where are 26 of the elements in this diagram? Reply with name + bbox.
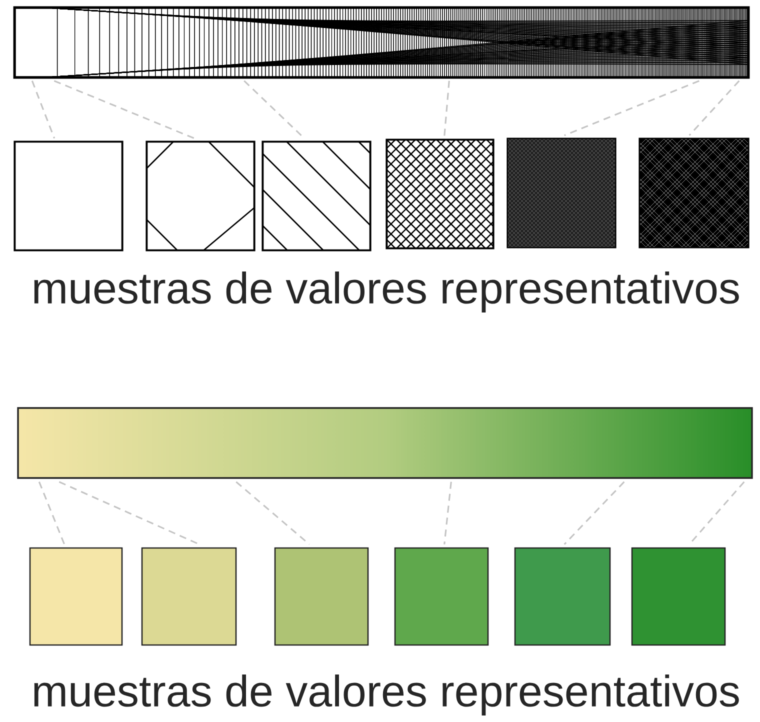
leader-line: [444, 482, 452, 544]
leader-line: [688, 80, 740, 136]
pattern-swatch: [386, 138, 494, 250]
pattern-swatch: [506, 138, 616, 248]
caption-text: muestras de valores representativos: [34, 271, 739, 312]
hatch-gradient-bar: [13, 6, 750, 79]
leader-line: [38, 482, 66, 545]
color-swatch: [394, 547, 489, 646]
color-swatch: [514, 547, 611, 646]
leader-line: [58, 481, 200, 546]
pattern-swatch: [638, 138, 750, 248]
color-swatch: [631, 547, 726, 646]
gradient-bar: [17, 407, 753, 479]
color-swatch: [274, 547, 369, 646]
leader-line: [31, 80, 56, 139]
leader-line: [54, 80, 195, 140]
pattern-swatch: [14, 140, 124, 252]
caption-text: muestras de valores representativos: [34, 674, 739, 716]
leader-line: [236, 481, 310, 545]
color-swatch: [29, 547, 123, 646]
color-swatch: [141, 547, 237, 646]
leader-line: [564, 80, 700, 136]
leader-line: [444, 80, 450, 136]
leader-line: [564, 481, 625, 545]
pattern-swatch: [146, 140, 256, 252]
pattern-swatch: [262, 140, 372, 252]
